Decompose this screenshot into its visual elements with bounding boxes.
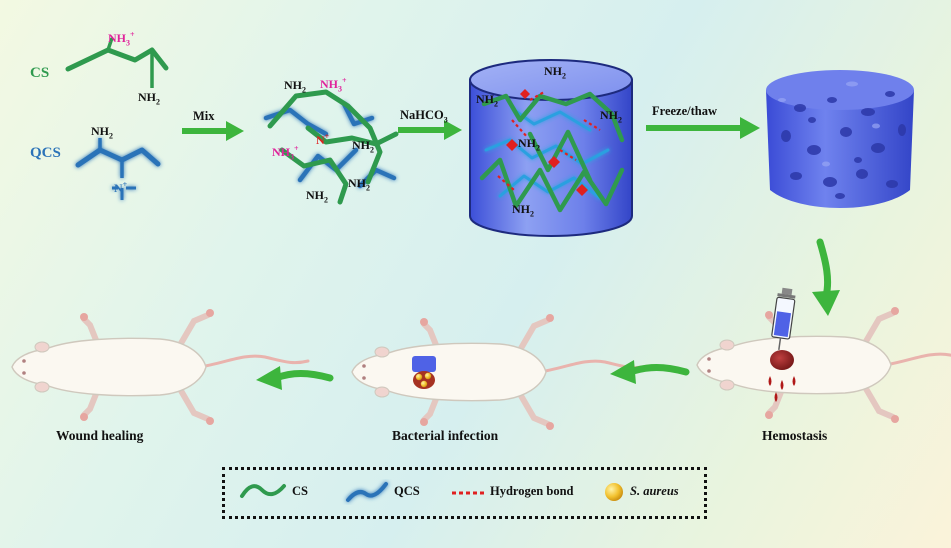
network-n-plus-label: N+ (316, 132, 330, 147)
bacterial-infection-label: Bacterial infection (392, 428, 499, 443)
rat-hemostasis (697, 307, 951, 423)
down-arrow (812, 238, 840, 316)
nahco3-label: NaHCO3 (400, 108, 448, 125)
network-nh3-label-1: NH3+ (320, 76, 347, 94)
gel-nh2-label-5: NH2 (512, 202, 534, 219)
qcs-nh2-label: NH2 (91, 124, 113, 141)
hydrogel-cylinder (469, 59, 633, 237)
gel-nh2-label-3: NH2 (600, 108, 622, 125)
gel-nh2-label-2: NH2 (476, 92, 498, 109)
hemostasis-to-infection-arrow (610, 360, 690, 384)
mix-arrow (182, 121, 244, 141)
legend-cs-icon (240, 484, 286, 498)
legend-hydrogen-bond-label: Hydrogen bond (490, 484, 574, 498)
legend-s-aureus-label: S. aureus (630, 484, 679, 498)
infection-to-healing-arrow (256, 366, 334, 390)
cs-chain (65, 37, 169, 88)
legend-qcs-label: QCS (394, 484, 420, 498)
network-nh2-label-1: NH2 (284, 78, 306, 95)
legend (222, 467, 707, 519)
mixed-network (263, 89, 399, 205)
porous-sponge (766, 70, 914, 208)
rat-wound-healing (12, 309, 308, 425)
network-nh2-label-3: NH2 (348, 176, 370, 193)
nahco3-arrow (398, 120, 462, 140)
qcs-n-plus-label: N+ (114, 180, 128, 195)
syringe-icon (771, 287, 796, 350)
qcs-chain (75, 138, 161, 200)
network-nh2-label-2: NH2 (352, 138, 374, 155)
freeze-thaw-arrow (646, 117, 760, 139)
legend-cs-label: CS (292, 484, 308, 498)
infected-wound-icon (412, 356, 436, 389)
network-nh3-label-2: NH3+ (272, 144, 299, 162)
cs-nh2-label: NH2 (138, 90, 160, 107)
qcs-label: QCS (30, 145, 61, 161)
mix-label: Mix (193, 109, 215, 123)
cs-label: CS (30, 65, 50, 81)
network-nh2-label-4: NH2 (306, 188, 328, 205)
legend-s-aureus-icon (605, 483, 623, 501)
bleeding-wound-icon (768, 350, 796, 402)
freeze-thaw-label: Freeze/thaw (652, 104, 718, 118)
legend-qcs-icon (346, 482, 388, 502)
gel-nh2-label-4: NH2 (518, 136, 540, 153)
hemostasis-label: Hemostasis (762, 428, 828, 443)
cs-nh3-label: NH3+ (108, 30, 135, 48)
wound-healing-label: Wound healing (56, 428, 144, 443)
gel-nh2-label-1: NH2 (544, 64, 566, 81)
rat-bacterial-infection (352, 314, 648, 430)
